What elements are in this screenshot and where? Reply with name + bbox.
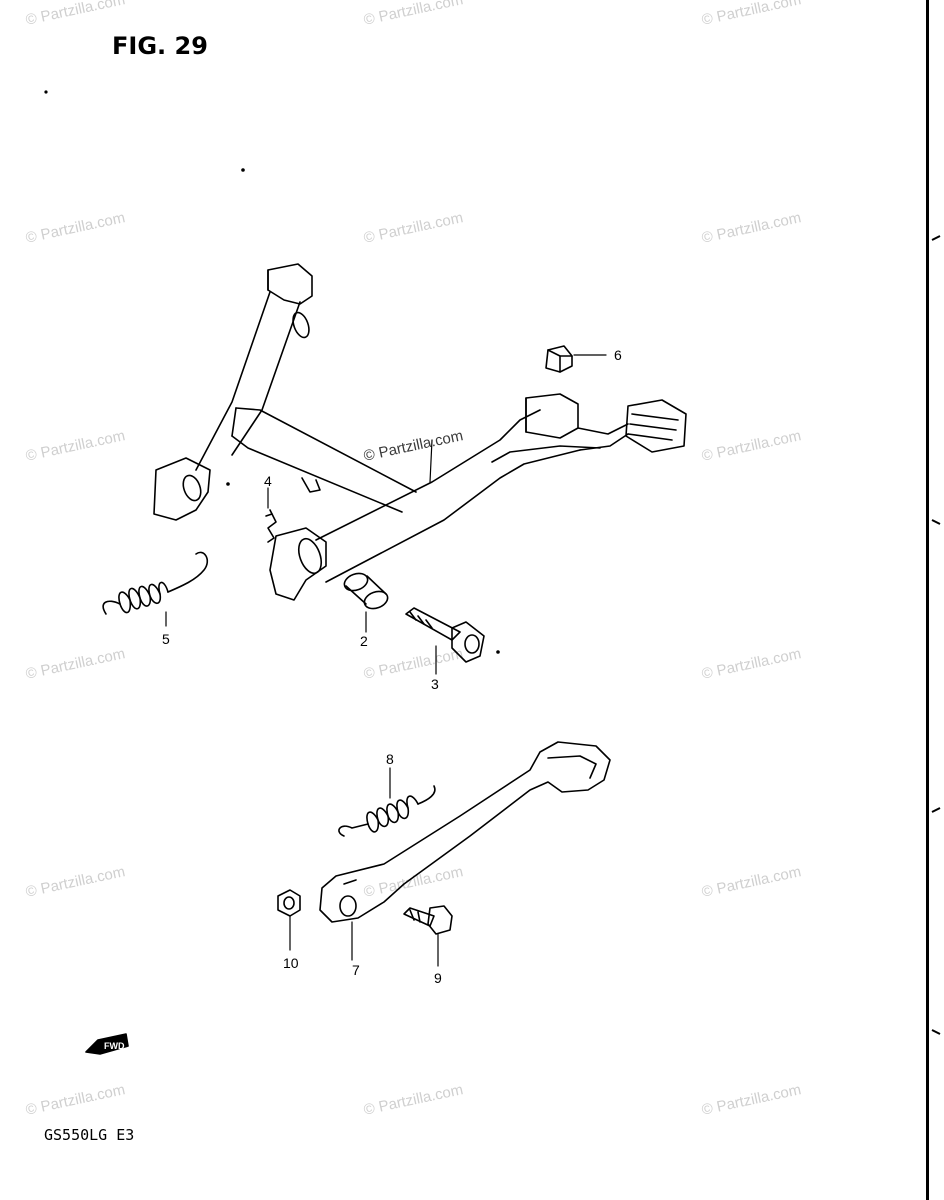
part-10-nut (277, 889, 301, 951)
callout-10: 10 (283, 955, 299, 971)
part-5-spring (102, 551, 209, 627)
callout-8: 8 (386, 751, 394, 767)
center-stand-frame (153, 263, 687, 601)
forward-arrow-icon (85, 1033, 129, 1055)
model-code: GS550LG E3 (44, 1126, 135, 1144)
callout-9: 9 (434, 970, 442, 986)
figure-title: FIG. 29 (112, 32, 208, 60)
part-3-bolt (405, 607, 485, 675)
part-7-side-stand (319, 741, 611, 961)
part-2-spacer (343, 572, 389, 633)
part-9-bolt (403, 905, 453, 967)
fwd-label: FWD (104, 1041, 125, 1051)
part-4-clip (265, 487, 277, 543)
part-6-cap-nut (545, 345, 607, 373)
callout-6: 6 (614, 347, 622, 363)
callout-5: 5 (162, 631, 170, 647)
callout-4: 4 (264, 473, 272, 489)
part-8-spring (338, 767, 436, 837)
scan-edge (926, 0, 941, 1200)
callout-7: 7 (352, 962, 360, 978)
callout-3: 3 (431, 676, 439, 692)
callout-2: 2 (360, 633, 368, 649)
